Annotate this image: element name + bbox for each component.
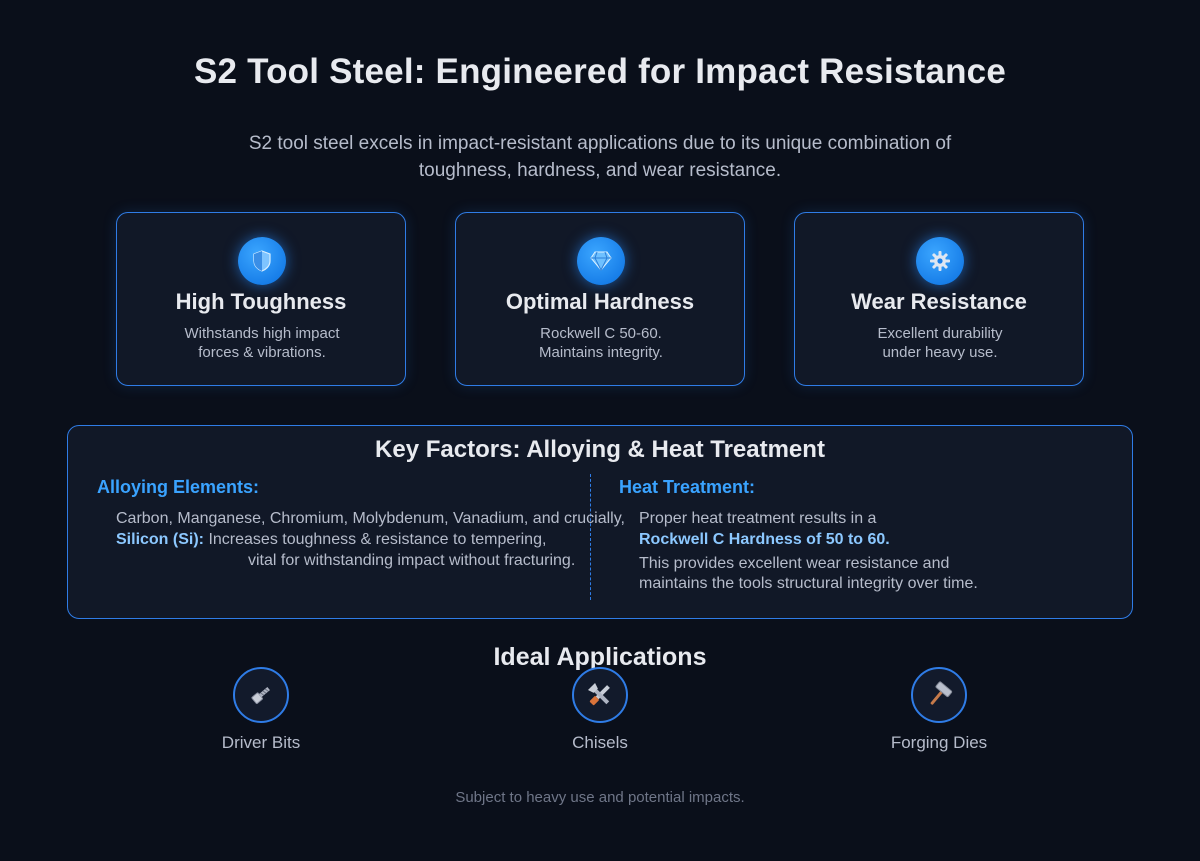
card-wear-resistance: Wear Resistance Excellent durability und… <box>794 212 1084 386</box>
card-description: Rockwell C 50-60. Maintains integrity. <box>539 325 663 361</box>
hardness-highlight: Rockwell C Hardness of 50 to 60. <box>639 531 890 548</box>
key-factors-panel: Key Factors: Alloying & Heat Treatment A… <box>67 425 1133 619</box>
card-description: Withstands high impact forces & vibratio… <box>184 325 340 361</box>
alloying-heading: Alloying Elements: <box>97 477 260 497</box>
hammer-icon <box>911 667 967 723</box>
silicon-text: Increases toughness & resistance to temp… <box>204 531 547 548</box>
bolt-icon <box>233 667 289 723</box>
applications-title: Ideal Applications <box>493 643 707 671</box>
tools-icon <box>572 667 628 723</box>
silicon-label: Silicon (Si): <box>116 531 204 548</box>
application-forging-dies: Forging Dies <box>839 667 1039 753</box>
application-driver-bits: Driver Bits <box>161 667 361 753</box>
divider <box>590 474 591 600</box>
alloying-elements-list: Carbon, Manganese, Chromium, Molybdenum,… <box>116 510 625 527</box>
heat-treatment-note-2: maintains the tools structural integrity… <box>639 575 978 592</box>
application-label: Chisels <box>572 733 628 752</box>
card-high-toughness: High Toughness Withstands high impact fo… <box>116 212 406 386</box>
application-label: Driver Bits <box>221 733 301 752</box>
card-title: Wear Resistance <box>851 289 1027 314</box>
page-subtitle: S2 tool steel excels in impact-resistant… <box>248 133 952 181</box>
heat-treatment-note-1: This provides excellent wear resistance … <box>639 555 950 572</box>
card-description: Excellent durability under heavy use. <box>877 325 1003 361</box>
gear-icon <box>916 237 964 285</box>
heat-treatment-text: Proper heat treatment results in a <box>639 510 877 527</box>
card-title: Optimal Hardness <box>505 289 695 314</box>
application-label: Forging Dies <box>890 733 988 752</box>
page-title: S2 Tool Steel: Engineered for Impact Res… <box>193 52 1007 91</box>
silicon-line: Silicon (Si): Increases toughness & resi… <box>116 529 546 551</box>
footer-note: Subject to heavy use and potential impac… <box>455 789 745 806</box>
section-title: Key Factors: Alloying & Heat Treatment <box>375 436 825 463</box>
card-optimal-hardness: Optimal Hardness Rockwell C 50-60. Maint… <box>455 212 745 386</box>
heat-treatment-heading: Heat Treatment: <box>619 477 756 497</box>
application-chisels: Chisels <box>500 667 700 753</box>
shield-icon <box>238 237 286 285</box>
alloying-note: vital for withstanding impact without fr… <box>248 552 576 569</box>
diamond-icon <box>577 237 625 285</box>
card-title: High Toughness <box>175 289 347 314</box>
